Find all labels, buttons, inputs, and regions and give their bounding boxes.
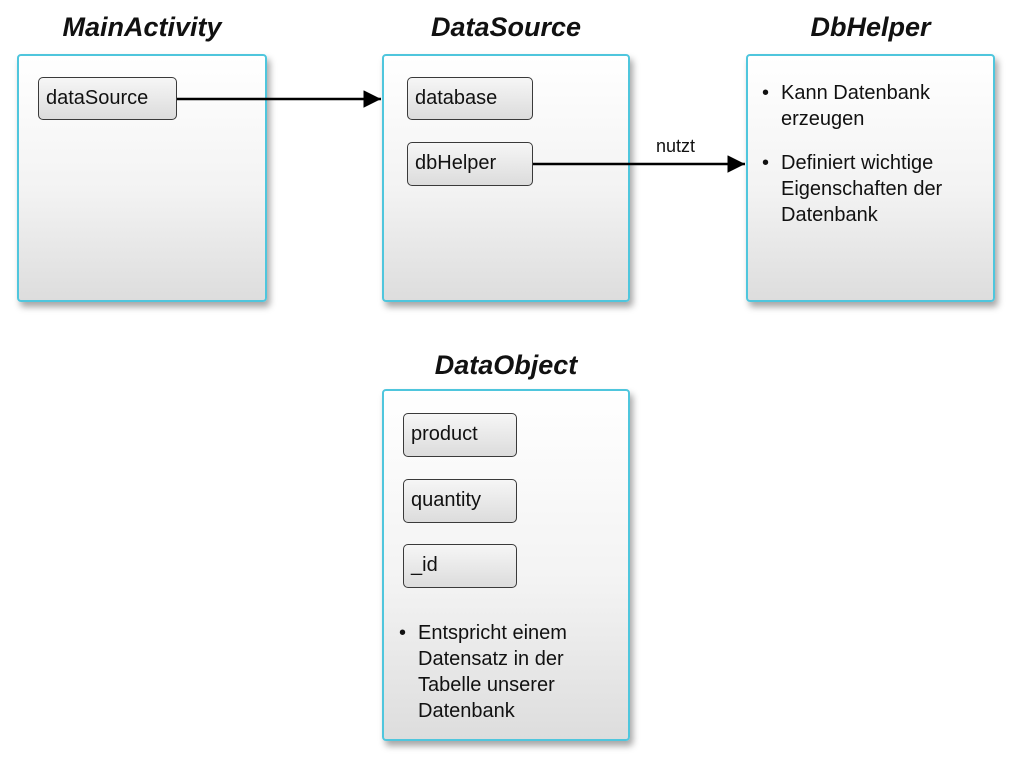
data-source-title: DataSource	[430, 12, 582, 42]
data-object-title: DataObject	[434, 350, 578, 380]
db-helper-box	[746, 54, 995, 302]
field-product: product	[403, 413, 517, 457]
db-helper-note: • Kann Datenbank erzeugen	[762, 82, 931, 130]
field-database: database	[407, 77, 533, 120]
db-helper-note: • Definiert wichtige Eigenschaften der D…	[762, 152, 943, 226]
db-helper-title: DbHelper	[810, 12, 931, 42]
data-object-notes: • Entspricht einem Datensatz in der Tabe…	[399, 620, 609, 742]
field-id: _id	[403, 544, 517, 588]
edge-label-nutzt: nutzt	[656, 136, 696, 156]
field-datasource: dataSource	[38, 77, 177, 120]
field-quantity: quantity	[403, 479, 517, 523]
field-dbhelper: dbHelper	[407, 142, 533, 186]
data-object-note: • Entspricht einem Datensatz in der Tabe…	[399, 622, 567, 722]
db-helper-notes: • Kann Datenbank erzeugen • Definiert wi…	[762, 80, 987, 246]
main-activity-title: MainActivity	[62, 12, 222, 42]
